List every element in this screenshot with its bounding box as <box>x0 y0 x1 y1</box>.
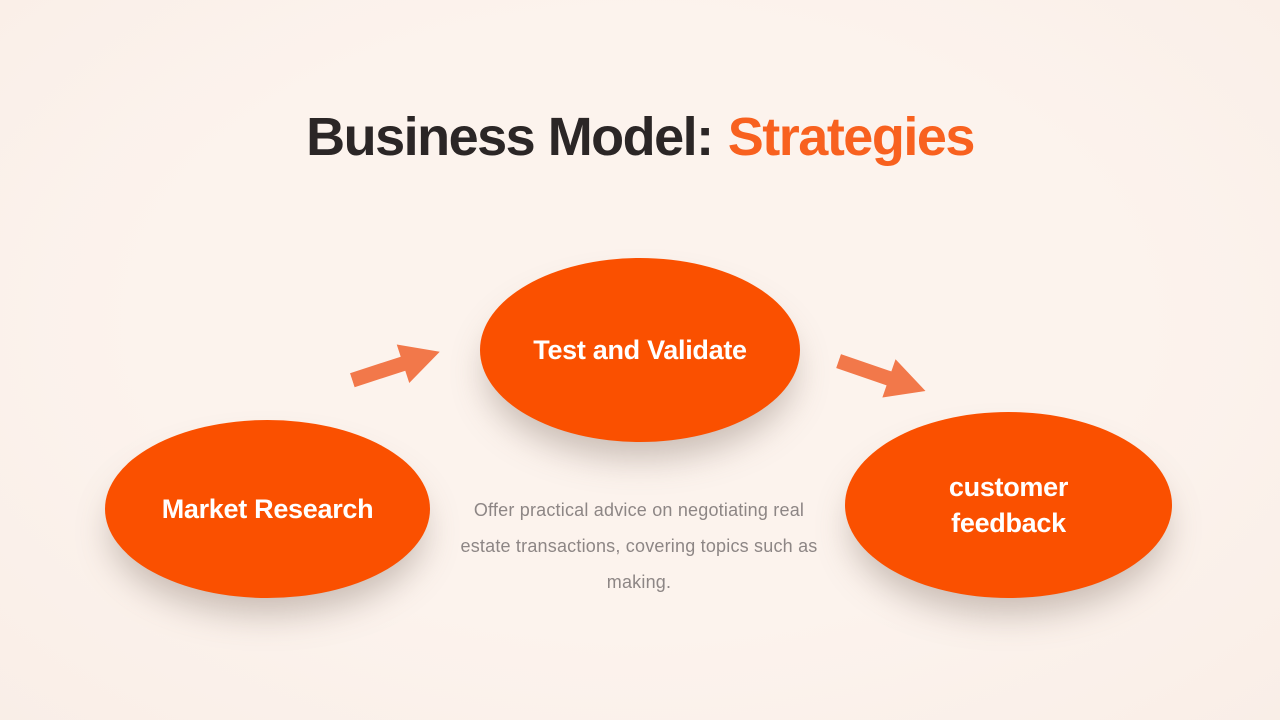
arrow-up-right-shape <box>349 344 440 388</box>
slide-title-highlight: Strategies <box>727 107 976 167</box>
arrow-down-right-shape <box>836 354 926 398</box>
node-label-test-and-validate: Test and Validate <box>533 334 747 365</box>
arrow-up-right-icon <box>349 344 440 388</box>
slide-title-prefix: Business Model: <box>306 107 714 167</box>
node-ellipse-test-and-validate: Test and Validate <box>480 258 800 442</box>
node-label-customer-feedback: customer feedback <box>948 471 1069 538</box>
node-label-market-research: Market Research <box>161 493 374 524</box>
slide-title: Business Model:Strategies <box>0 107 1280 167</box>
description-text: Offer practical advice on negotiating re… <box>460 500 818 592</box>
node-ellipse-customer-feedback: customer feedback <box>845 412 1172 598</box>
arrow-down-right-icon <box>836 354 926 398</box>
node-ellipse-market-research: Market Research <box>105 420 430 598</box>
